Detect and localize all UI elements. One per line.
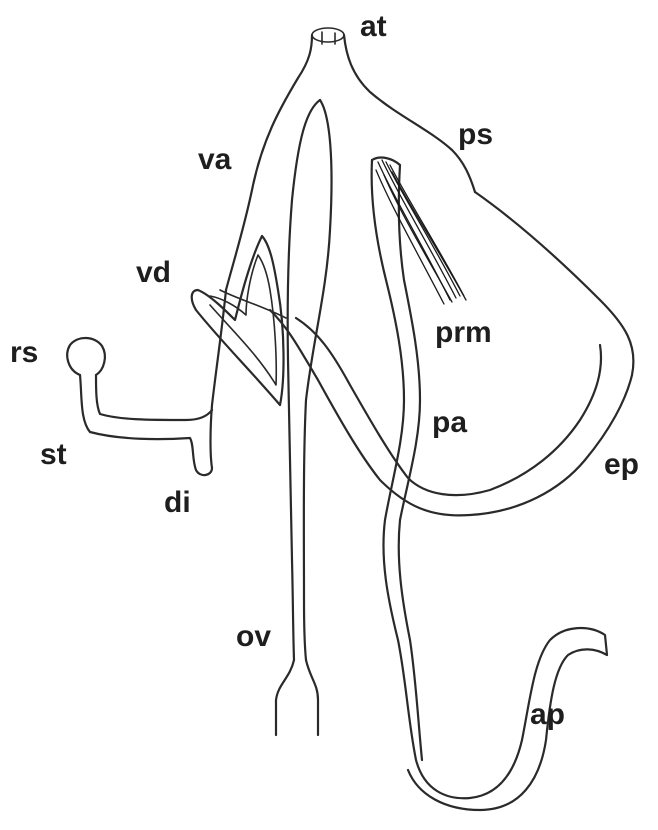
label-pa: pa (432, 408, 467, 438)
label-ps: ps (458, 120, 493, 150)
label-ov: ov (236, 622, 271, 652)
label-va: va (198, 145, 231, 175)
vas-deferens (192, 236, 286, 405)
label-rs: rs (10, 338, 38, 368)
penial-retractor-muscle (376, 160, 466, 304)
label-vd: vd (136, 258, 171, 288)
label-ap: ap (530, 700, 565, 730)
label-di: di (164, 488, 191, 518)
label-st: st (40, 440, 67, 470)
label-prm: prm (435, 318, 492, 348)
oviduct (276, 100, 332, 735)
penis-appendix (372, 158, 607, 810)
epiphallus (270, 192, 633, 515)
label-at: at (360, 12, 387, 42)
label-ep: ep (604, 450, 639, 480)
